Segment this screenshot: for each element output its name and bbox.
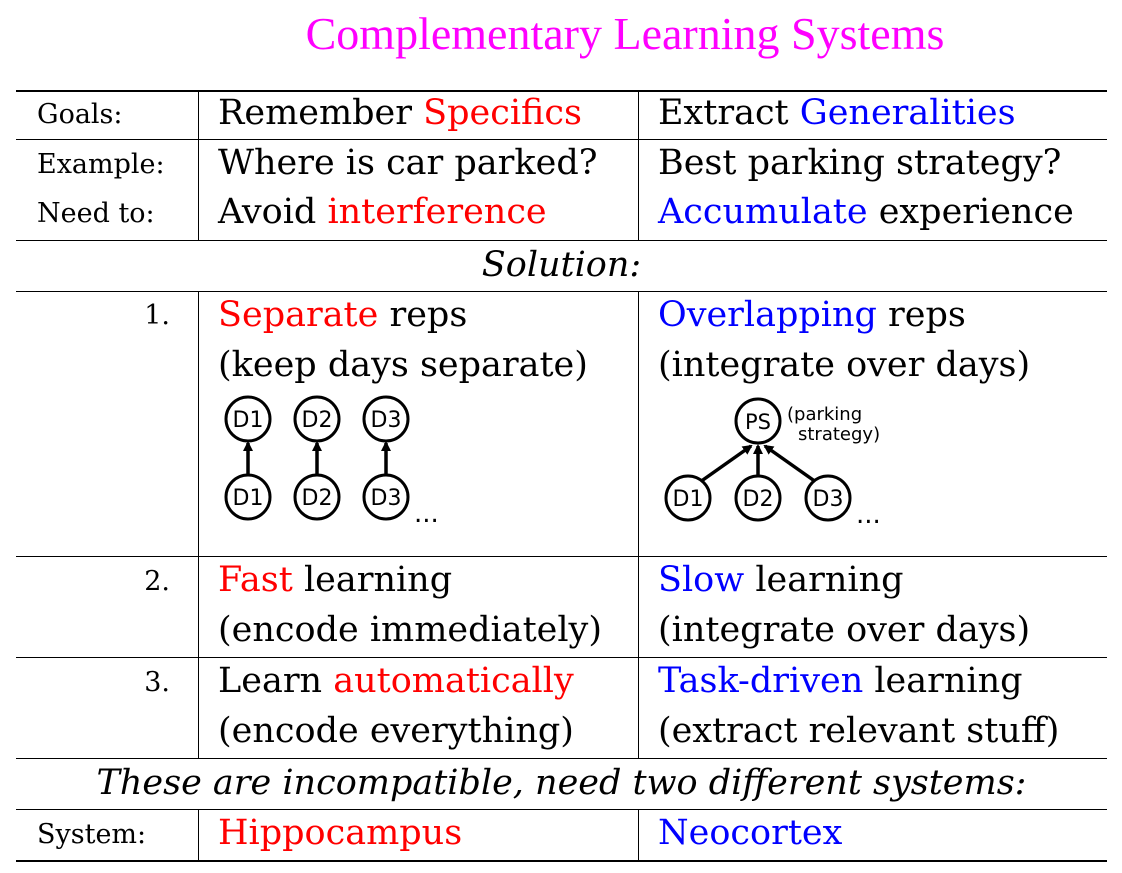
- separate-node-top-3: D3: [362, 395, 410, 443]
- col-divider-a3: [198, 809, 199, 860]
- row-label-need: Need to:: [37, 198, 155, 229]
- svg-text:D2: D2: [302, 408, 333, 433]
- overlap-ps-note-line1: (parking: [787, 404, 862, 425]
- col-divider-b1: [638, 90, 639, 240]
- row1-right-line1: Overlapping reps: [658, 295, 966, 335]
- row3-right-line1: Task-driven learning: [658, 661, 1023, 701]
- row-label-system: System:: [37, 819, 147, 850]
- row2-left-line2: (encode immediately): [218, 610, 602, 650]
- overlap-arrow-1: [698, 444, 753, 484]
- svg-text:D1: D1: [673, 487, 704, 512]
- svg-text:D1: D1: [233, 408, 264, 433]
- svg-text:D2: D2: [743, 487, 774, 512]
- col-divider-a1: [198, 90, 199, 240]
- separate-node-bottom-3: D3: [362, 473, 410, 521]
- row2-right-line2: (integrate over days): [658, 610, 1031, 650]
- overlap-ps-note-line2: strategy): [798, 424, 880, 445]
- overlap-node-bottom-1: D1: [664, 474, 712, 522]
- overlap-node-bottom-3: D3: [804, 474, 852, 522]
- rule-after-solution: [16, 291, 1107, 292]
- row1-left-line1: Separate reps: [218, 295, 468, 335]
- rule-after-goals: [16, 139, 1107, 140]
- separate-ellipsis: ...: [414, 499, 439, 529]
- incompatible-note: These are incompatible, need two differe…: [96, 763, 1027, 803]
- system-left: Hippocampus: [218, 813, 463, 853]
- row3-left-line2: (encode everything): [218, 711, 574, 751]
- need-left: Avoid interference: [218, 192, 547, 232]
- goals-right: Extract Generalities: [658, 93, 1016, 133]
- row3-left-line1: Learn automatically: [218, 661, 574, 701]
- example-left: Where is car parked?: [218, 143, 598, 183]
- overlap-ellipsis: ...: [856, 500, 881, 530]
- svg-text:PS: PS: [745, 410, 771, 434]
- row3-right-line2: (extract relevant stuff): [658, 711, 1060, 751]
- page-title: Complementary Learning Systems: [305, 8, 945, 59]
- svg-text:D2: D2: [302, 486, 333, 511]
- table-bottom-rule: [16, 860, 1107, 862]
- row-number-3: 3.: [144, 667, 170, 698]
- table-top-rule: [16, 90, 1107, 92]
- example-right: Best parking strategy?: [658, 143, 1062, 183]
- row1-left-line2: (keep days separate): [218, 345, 588, 385]
- rule-after-need: [16, 240, 1107, 241]
- separate-reps-diagram: D1 D2 D3 D1 D2 D3 ...: [224, 395, 439, 529]
- rule-after-row3: [16, 758, 1107, 759]
- separate-node-bottom-2: D2: [293, 473, 341, 521]
- col-divider-b2: [638, 291, 639, 758]
- system-right: Neocortex: [658, 813, 843, 853]
- col-divider-b3: [638, 809, 639, 860]
- overlap-arrow-3: [763, 444, 818, 484]
- col-divider-a2: [198, 291, 199, 758]
- rule-after-row1: [16, 556, 1107, 557]
- separate-node-bottom-1: D1: [224, 473, 272, 521]
- rule-after-row2: [16, 657, 1107, 658]
- rule-before-system: [16, 809, 1107, 810]
- row-number-1: 1.: [144, 300, 170, 331]
- goals-left: Remember Specifics: [218, 93, 582, 133]
- row-label-example: Example:: [37, 149, 165, 180]
- svg-text:D1: D1: [233, 486, 264, 511]
- row2-right-line1: Slow learning: [658, 560, 904, 600]
- separate-node-top-2: D2: [293, 395, 341, 443]
- row-label-goals: Goals:: [37, 99, 123, 130]
- need-right: Accumulate experience: [658, 192, 1074, 232]
- separate-node-top-1: D1: [224, 395, 272, 443]
- solution-heading: Solution:: [481, 245, 642, 285]
- overlap-node-bottom-2: D2: [734, 474, 782, 522]
- svg-text:D3: D3: [813, 487, 844, 512]
- svg-text:D3: D3: [371, 408, 402, 433]
- row1-right-line2: (integrate over days): [658, 345, 1031, 385]
- overlapping-reps-diagram: PS (parking strategy) D1 D2 D3 ...: [664, 397, 881, 530]
- row2-left-line1: Fast learning: [218, 560, 453, 600]
- row-number-2: 2.: [144, 566, 170, 597]
- svg-text:D3: D3: [371, 486, 402, 511]
- overlap-node-ps: PS: [734, 397, 782, 445]
